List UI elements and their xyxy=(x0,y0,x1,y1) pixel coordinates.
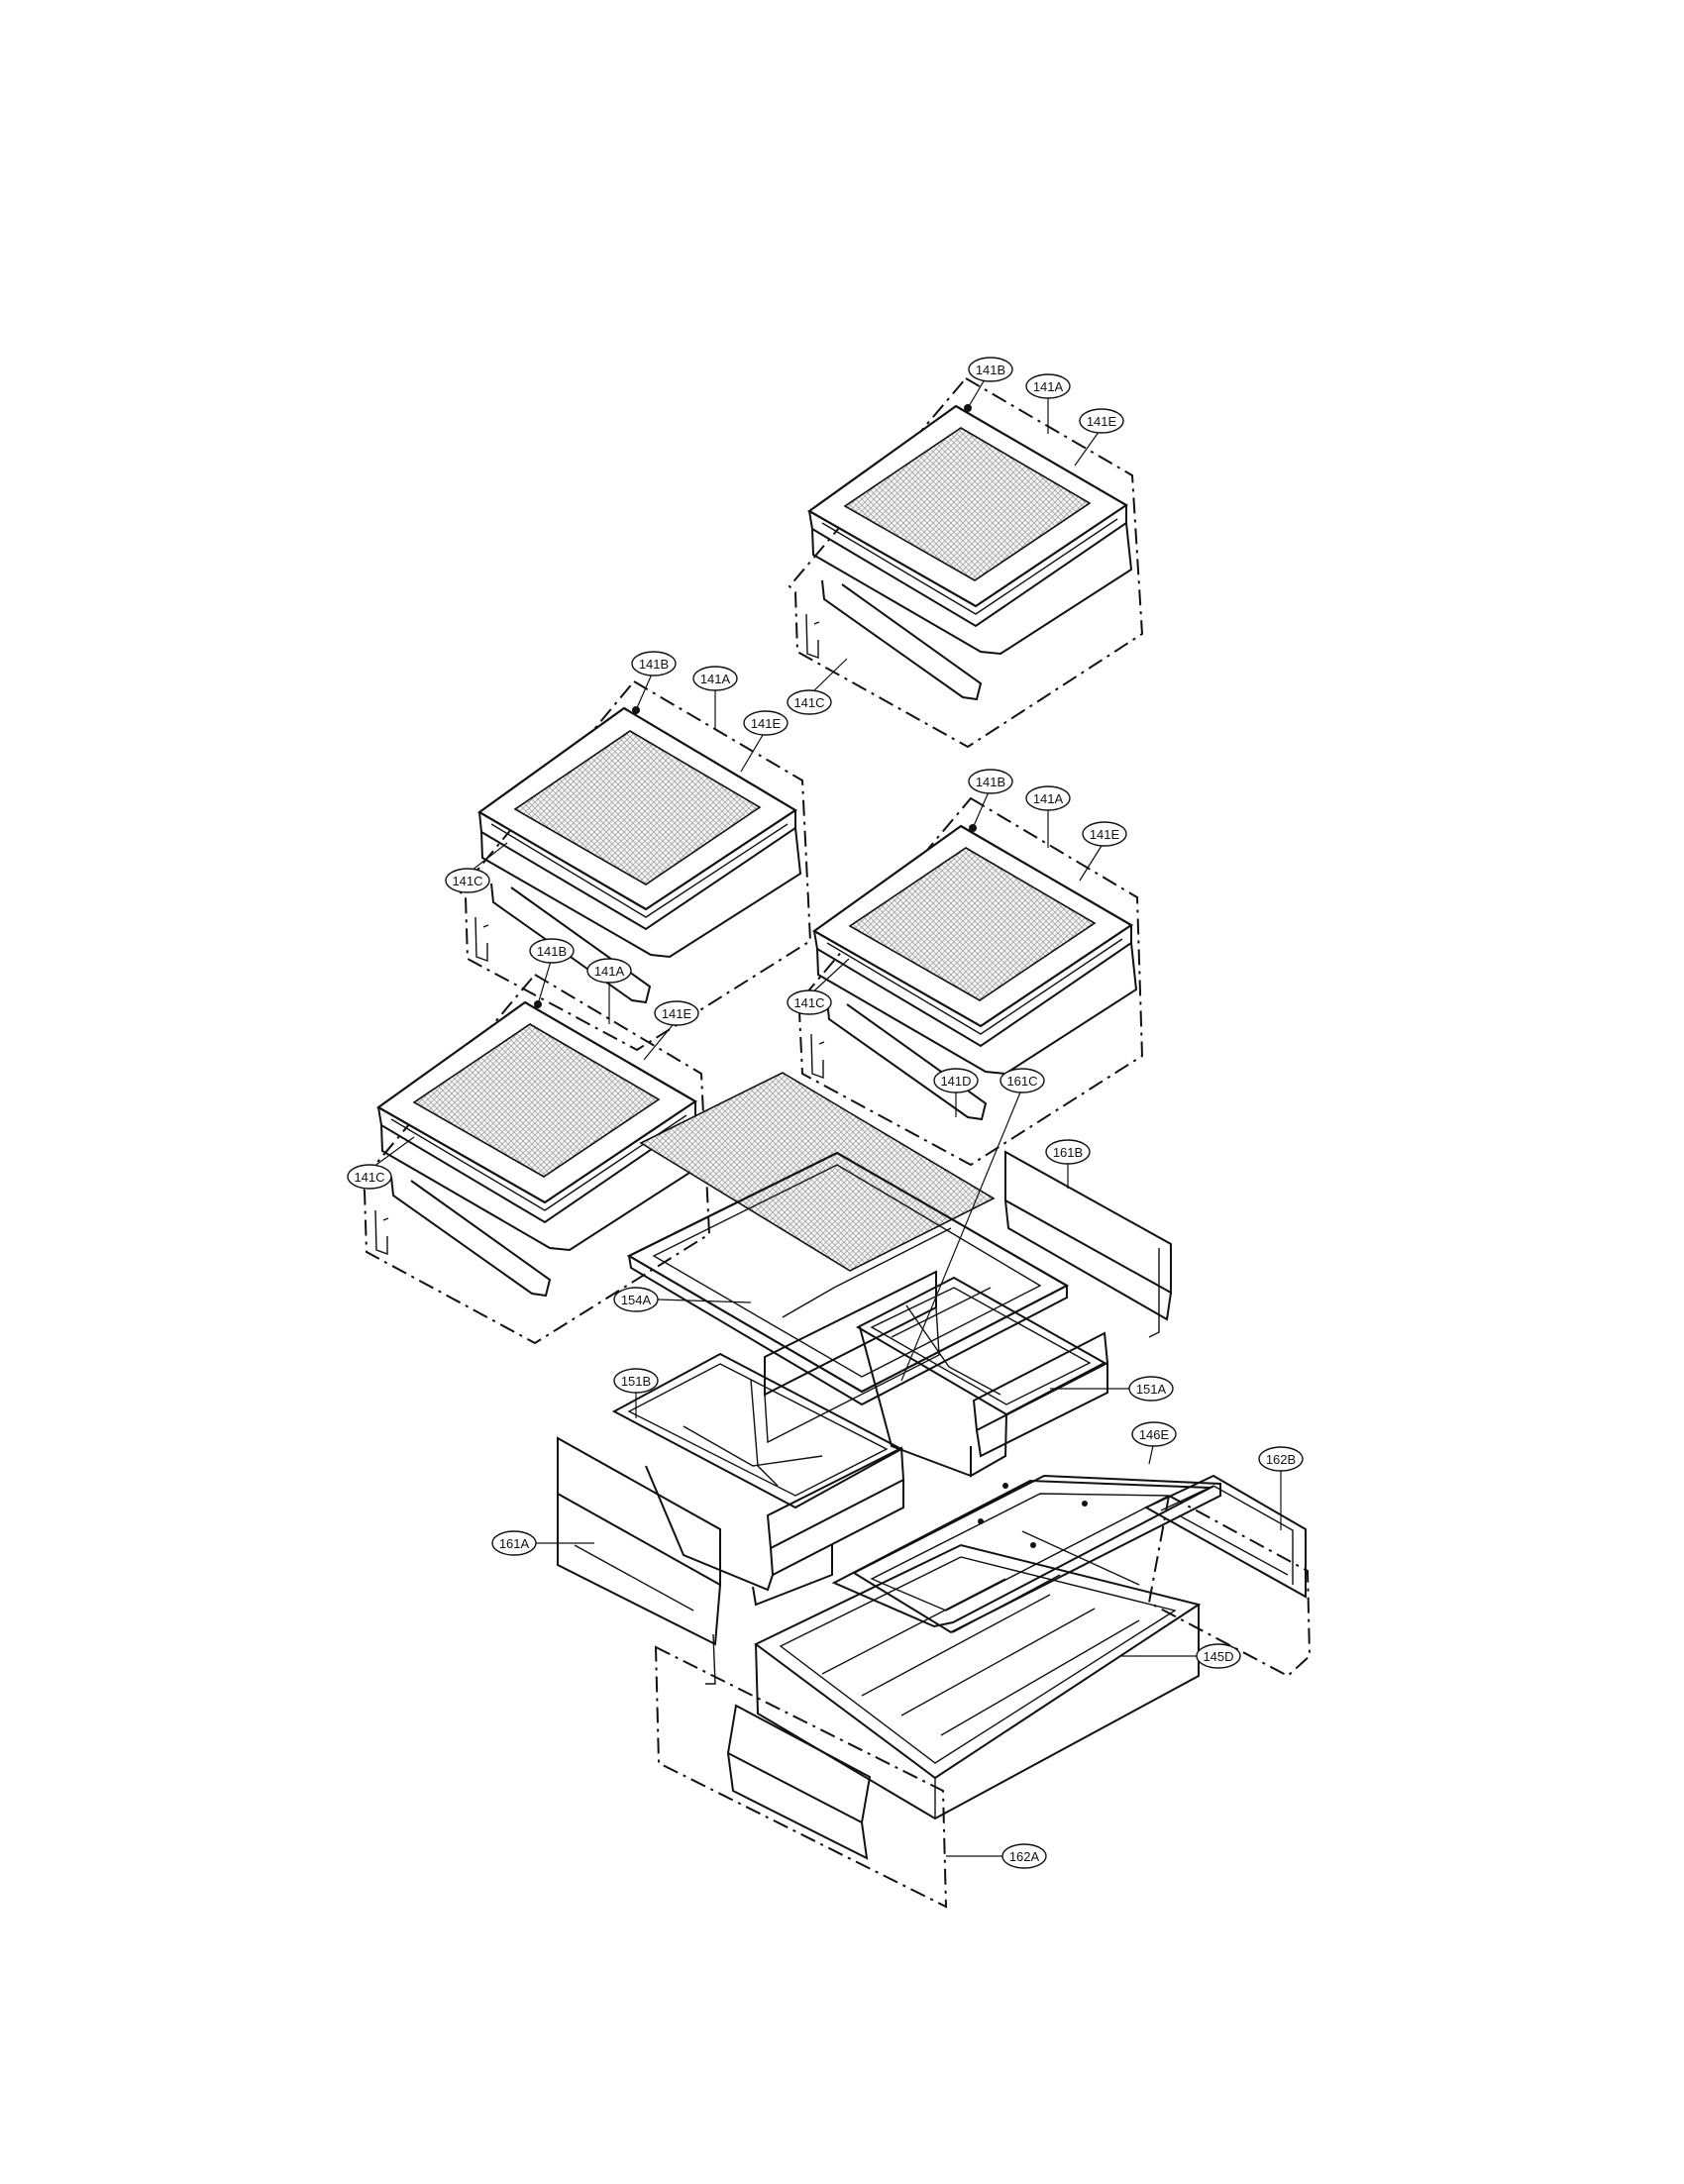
crisper-drawer-right xyxy=(855,1276,1109,1478)
crisper-rail-162B xyxy=(1143,1474,1312,1678)
svg-text:141E: 141E xyxy=(1090,827,1120,842)
callout-154A: 154A xyxy=(613,1287,752,1312)
svg-text:141C: 141C xyxy=(452,874,482,888)
svg-text:141E: 141E xyxy=(662,1006,692,1021)
svg-text:145D: 145D xyxy=(1203,1649,1233,1664)
callout-161C: 161C xyxy=(900,1068,1045,1382)
crisper-panel-161B xyxy=(1004,1150,1172,1338)
crisper-drawer-left xyxy=(611,1352,905,1607)
callout-146E: 146E xyxy=(1131,1421,1177,1465)
crisper-divider-161C xyxy=(764,1270,940,1444)
svg-text:141A: 141A xyxy=(700,672,731,686)
svg-text:141B: 141B xyxy=(639,657,669,672)
bottom-tray-145D xyxy=(754,1543,1202,1820)
svg-text:141E: 141E xyxy=(751,716,782,731)
callout-shelf3-141A: 141A xyxy=(1025,785,1071,848)
svg-text:141C: 141C xyxy=(793,695,824,710)
callout-shelf3-141C: 141C xyxy=(787,958,850,1015)
callout-shelf1-141E: 141E xyxy=(1074,408,1124,467)
svg-text:161A: 161A xyxy=(499,1536,530,1551)
svg-text:141A: 141A xyxy=(1033,379,1064,394)
callout-shelf2-141E: 141E xyxy=(740,710,789,773)
callout-shelf3-141E: 141E xyxy=(1079,821,1127,882)
callout-shelf3-141B: 141B xyxy=(968,769,1013,829)
callout-shelf2-141B: 141B xyxy=(631,651,677,711)
svg-text:151A: 151A xyxy=(1136,1382,1167,1397)
callout-162A: 162A xyxy=(946,1843,1047,1869)
svg-text:161B: 161B xyxy=(1053,1145,1083,1160)
callout-161A: 161A xyxy=(491,1530,594,1556)
callout-151A: 151A xyxy=(1050,1376,1174,1402)
callout-161B: 161B xyxy=(1045,1139,1091,1189)
callout-shelf4-141E: 141E xyxy=(643,1000,699,1061)
callout-162B: 162B xyxy=(1258,1446,1304,1530)
svg-text:141B: 141B xyxy=(537,944,567,959)
callout-shelf1-141B: 141B xyxy=(967,357,1013,409)
callout-shelf4-141C: 141C xyxy=(347,1136,415,1190)
svg-text:154A: 154A xyxy=(621,1293,652,1307)
crisper-side-panel-161A xyxy=(557,1436,721,1685)
svg-text:161C: 161C xyxy=(1006,1074,1037,1089)
svg-text:162B: 162B xyxy=(1266,1452,1296,1467)
shelf-assembly-1 xyxy=(788,376,1144,749)
svg-text:141E: 141E xyxy=(1087,414,1117,429)
crisper-rail-162A xyxy=(654,1645,948,1909)
svg-text:141B: 141B xyxy=(976,363,1005,377)
svg-text:162A: 162A xyxy=(1009,1849,1040,1864)
svg-text:141C: 141C xyxy=(354,1170,384,1185)
svg-text:151B: 151B xyxy=(621,1374,651,1389)
svg-text:141A: 141A xyxy=(1033,791,1064,806)
callout-shelf1-141A: 141A xyxy=(1025,373,1071,434)
callout-shelf1-141C: 141C xyxy=(787,658,848,715)
svg-text:141D: 141D xyxy=(940,1074,971,1089)
shelf-assembly-3 xyxy=(793,796,1144,1167)
callout-shelf2-141C: 141C xyxy=(445,842,508,893)
svg-text:146E: 146E xyxy=(1139,1427,1170,1442)
callout-151B: 151B xyxy=(613,1368,659,1418)
shelf-assembly-2 xyxy=(458,679,812,1052)
crisper-cover-frame xyxy=(626,1151,1070,1406)
svg-text:141C: 141C xyxy=(793,995,824,1010)
crisper-cover-glass xyxy=(639,1072,996,1272)
svg-text:141B: 141B xyxy=(976,775,1005,789)
callout-141D: 141D xyxy=(933,1068,979,1117)
callout-shelf4-141B: 141B xyxy=(529,938,575,1005)
callout-shelf2-141A: 141A xyxy=(692,666,738,730)
shelf-assembly-4 xyxy=(357,973,711,1345)
svg-text:141A: 141A xyxy=(594,964,625,979)
callout-145D: 145D xyxy=(1121,1643,1241,1669)
callout-shelf4-141A: 141A xyxy=(586,958,632,1024)
